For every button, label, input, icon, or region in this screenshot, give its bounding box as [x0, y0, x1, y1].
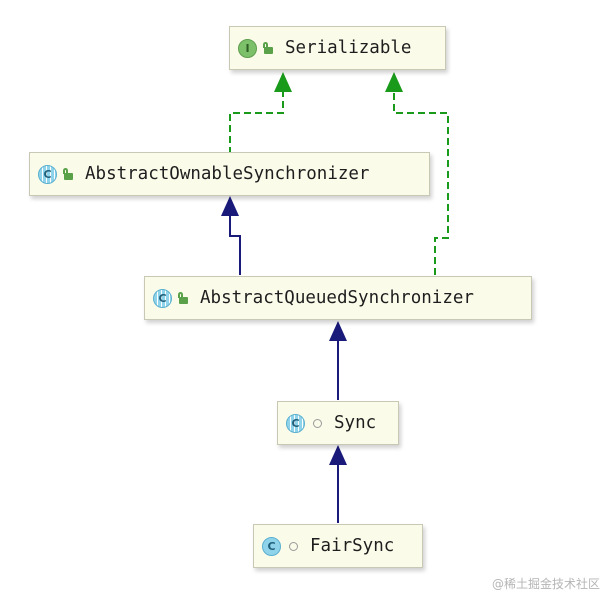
node-fair-sync[interactable]: C FairSync [253, 524, 423, 568]
node-label: AbstractOwnableSynchronizer [85, 164, 370, 184]
node-label: FairSync [310, 536, 395, 556]
public-lock-icon [63, 168, 73, 180]
arrowhead-aqs [329, 321, 347, 341]
interface-icon: I [238, 38, 257, 58]
node-label: Serializable [285, 38, 412, 58]
watermark: @稀土掘金技术社区 [491, 577, 600, 591]
abstract-class-icon: C [153, 288, 172, 308]
package-private-icon [289, 541, 298, 551]
arrowhead-aos [221, 196, 239, 216]
node-label: Sync [334, 413, 377, 433]
abstract-class-icon: C [286, 413, 305, 433]
node-label: AbstractQueuedSynchronizer [200, 288, 474, 308]
class-icon: C [262, 536, 281, 556]
edge-aqs-implements-serializable [393, 92, 449, 275]
package-private-icon [313, 418, 322, 428]
node-sync[interactable]: C Sync [277, 401, 399, 445]
node-abstract-ownable-synchronizer[interactable]: C AbstractOwnableSynchronizer [29, 152, 430, 196]
arrowhead-serializable-left [274, 72, 292, 92]
arrowhead-serializable-right [385, 72, 403, 92]
node-serializable[interactable]: I Serializable [229, 26, 446, 70]
edge-aqs-extends-aos [229, 216, 241, 275]
public-lock-icon [263, 42, 273, 54]
abstract-class-icon: C [38, 164, 57, 184]
node-abstract-queued-synchronizer[interactable]: C AbstractQueuedSynchronizer [144, 276, 532, 320]
arrowhead-sync [329, 445, 347, 465]
edge-aos-implements-serializable [229, 92, 284, 154]
public-lock-icon [178, 292, 188, 304]
